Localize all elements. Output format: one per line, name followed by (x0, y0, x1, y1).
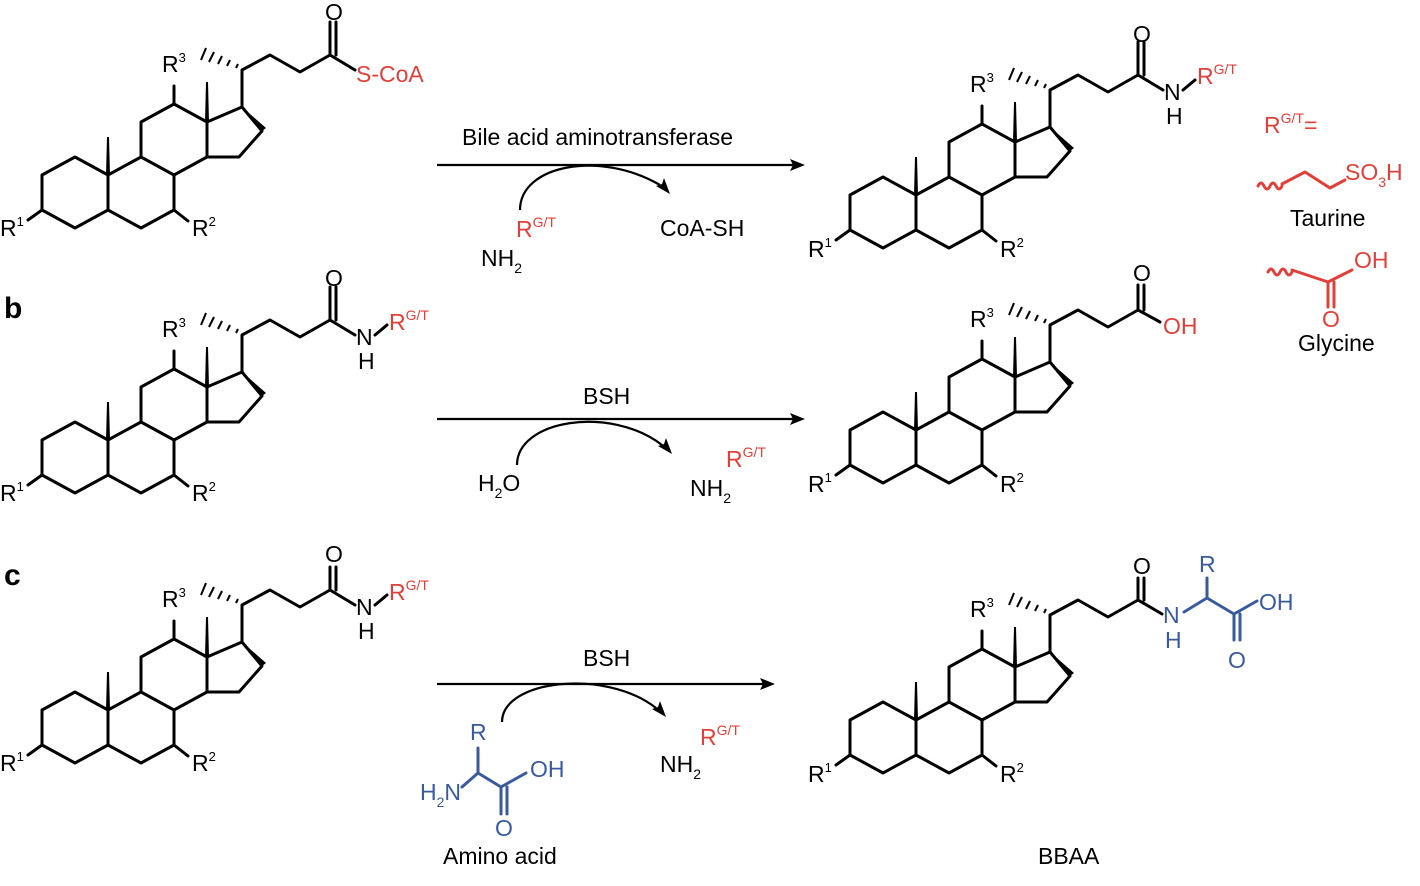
legend-so3h: SO3H (1345, 159, 1403, 190)
arrow-a (437, 159, 805, 211)
byproduct-nh2-c: NH2 (660, 751, 701, 782)
label-o-a-prod: O (1133, 21, 1151, 47)
reagent-rgt-a: RG/T (516, 214, 556, 242)
label-h-c: H (358, 618, 375, 644)
label-r2-a: R2 (192, 214, 216, 241)
label-r1-c-prod: R1 (808, 760, 832, 787)
panel-a-product (834, 40, 1197, 250)
label-r2-a-prod: R2 (1000, 235, 1024, 262)
label-r2-b-prod: R2 (1000, 470, 1024, 497)
byproduct-nh2-b: NH2 (690, 475, 731, 506)
legend-taurine: Taurine (1290, 205, 1365, 231)
enzyme-label-c: BSH (583, 645, 630, 671)
label-o-b-prod: O (1133, 260, 1151, 286)
label-r3-c-prod: R3 (970, 595, 994, 622)
panel-c-reactant (26, 565, 389, 765)
byproduct-coash: CoA-SH (660, 215, 744, 241)
amino-acid-oh: OH (530, 756, 565, 782)
label-r3-b-prod: R3 (970, 305, 994, 332)
label-scoa: S-CoA (356, 61, 424, 87)
label-h-b: H (358, 348, 375, 374)
label-r3-b: R3 (162, 315, 186, 342)
caption-amino-acid: Amino acid (443, 843, 557, 869)
caption-bbaa: BBAA (1038, 843, 1100, 869)
label-oh-c-prod: OH (1259, 589, 1294, 615)
label-r1-b-prod: R1 (808, 470, 832, 497)
panel-a-reactant (26, 20, 357, 230)
label-n-a-prod: N (1164, 79, 1181, 105)
glycine-structure (1266, 267, 1354, 309)
label-r1-a-prod: R1 (808, 235, 832, 262)
label-r3-a: R3 (162, 50, 186, 77)
panel-letter-b: b (4, 292, 22, 325)
legend-glycine-oh: OH (1354, 247, 1389, 273)
enzyme-label-a: Bile acid aminotransferase (462, 124, 733, 150)
panel-letter-c: c (4, 559, 21, 592)
label-r3-c: R3 (162, 585, 186, 612)
label-r2-c-prod: R2 (1000, 760, 1024, 787)
label-n-b: N (356, 324, 373, 350)
legend-rgt-def: RG/T= (1264, 110, 1317, 138)
label-r2-c: R2 (192, 749, 216, 776)
label-r-c-prod: R (1199, 551, 1216, 577)
taurine-structure (1256, 170, 1347, 191)
label-h-a-prod: H (1166, 103, 1183, 129)
label-rgt-b: RG/T (389, 307, 429, 335)
byproduct-rgt-b: RG/T (726, 444, 766, 472)
label-h-c-prod: H (1165, 627, 1182, 653)
label-r3-a-prod: R3 (970, 70, 994, 97)
byproduct-rgt-c: RG/T (700, 722, 740, 750)
amino-acid-structure (460, 746, 528, 816)
reagent-h2o: H2O (478, 470, 520, 501)
amino-acid-o: O (495, 815, 513, 841)
label-o-a: O (325, 0, 343, 25)
arrow-c (437, 678, 775, 723)
amino-acid-r: R (470, 719, 487, 745)
label-o-c-prod: O (1133, 553, 1151, 579)
panel-c-product (834, 576, 1259, 775)
label-r1-c: R1 (0, 749, 24, 776)
label-rgt-c: RG/T (389, 577, 429, 605)
label-o2-c-prod: O (1228, 647, 1246, 673)
label-o-c: O (325, 541, 343, 567)
label-o-b: O (325, 265, 343, 291)
amino-acid-h2n: H2N (420, 779, 461, 810)
panel-b-reactant (26, 285, 389, 495)
label-n-c: N (356, 594, 373, 620)
legend-glycine: Glycine (1298, 330, 1375, 356)
legend-glycine-o: O (1322, 306, 1340, 332)
label-r1-a: R1 (0, 214, 24, 241)
panel-b-product (834, 283, 1162, 485)
label-r1-b: R1 (0, 479, 24, 506)
reagent-nh2-a: NH2 (481, 245, 522, 276)
arrow-b (437, 413, 805, 466)
label-oh-b-prod: OH (1163, 313, 1198, 339)
label-n-c-prod: N (1163, 602, 1180, 628)
label-r2-b: R2 (192, 479, 216, 506)
label-rgt-a-prod: RG/T (1197, 61, 1237, 89)
enzyme-label-b: BSH (583, 383, 630, 409)
